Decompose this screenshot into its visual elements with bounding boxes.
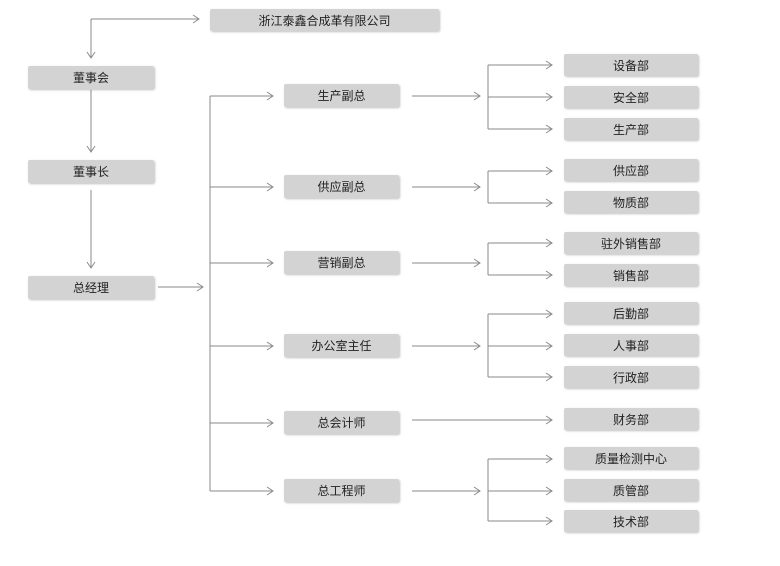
department-box: 设备部 <box>564 54 698 76</box>
division-box: 总工程师 <box>284 479 399 502</box>
division-box: 营销副总 <box>284 251 399 274</box>
department-box: 物质部 <box>564 191 698 213</box>
general-manager-box: 总经理 <box>28 276 154 299</box>
department-box: 驻外销售部 <box>564 232 698 254</box>
department-box: 质量检测中心 <box>564 447 698 469</box>
division-box: 供应副总 <box>284 175 399 198</box>
department-box: 人事部 <box>564 334 698 356</box>
department-box: 质管部 <box>564 479 698 501</box>
company-box: 浙江泰鑫合成革有限公司 <box>210 9 439 31</box>
department-box: 技术部 <box>564 510 698 532</box>
department-box: 销售部 <box>564 264 698 286</box>
department-box: 后勤部 <box>564 302 698 324</box>
division-box: 总会计师 <box>284 411 399 434</box>
department-box: 安全部 <box>564 86 698 108</box>
department-box: 行政部 <box>564 366 698 388</box>
board-box: 董事会 <box>28 66 154 89</box>
department-box: 生产部 <box>564 118 698 140</box>
division-box: 办公室主任 <box>284 334 399 357</box>
department-box: 供应部 <box>564 159 698 181</box>
division-box: 生产副总 <box>284 84 399 107</box>
chairman-box: 董事长 <box>28 160 154 183</box>
department-box: 财务部 <box>564 408 698 430</box>
